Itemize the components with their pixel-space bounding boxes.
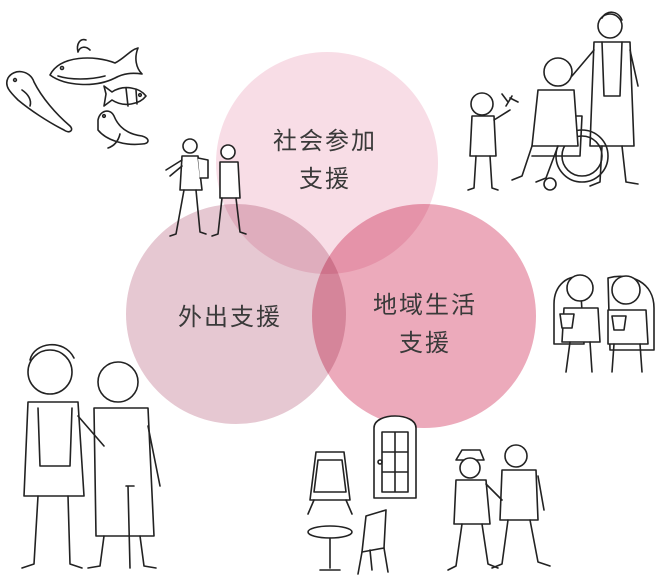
social-participation-label: 社会参加 支援 — [255, 122, 395, 198]
outing-support-circle — [126, 204, 346, 424]
caregiver-elder-illustration — [21, 343, 161, 569]
walking-men-illustration — [447, 444, 551, 571]
cafe-door-illustration — [307, 415, 417, 575]
local-label-line-1: 地域生活 — [373, 291, 477, 319]
wheelchair-scene-illustration — [467, 11, 639, 191]
community-life-circle — [312, 204, 536, 428]
theater-audience-illustration — [553, 274, 655, 373]
walking-pair-illustration — [165, 138, 247, 237]
social-label-line-1: 社会参加 — [273, 127, 377, 155]
sea-animals-illustration — [5, 38, 149, 149]
outing-support-label: 外出支援 — [160, 298, 300, 336]
social-label-line-2: 支援 — [299, 165, 351, 193]
community-life-label: 地域生活 支援 — [350, 286, 500, 362]
outing-label-line-1: 外出支援 — [178, 303, 282, 331]
local-label-line-2: 支援 — [399, 329, 451, 357]
